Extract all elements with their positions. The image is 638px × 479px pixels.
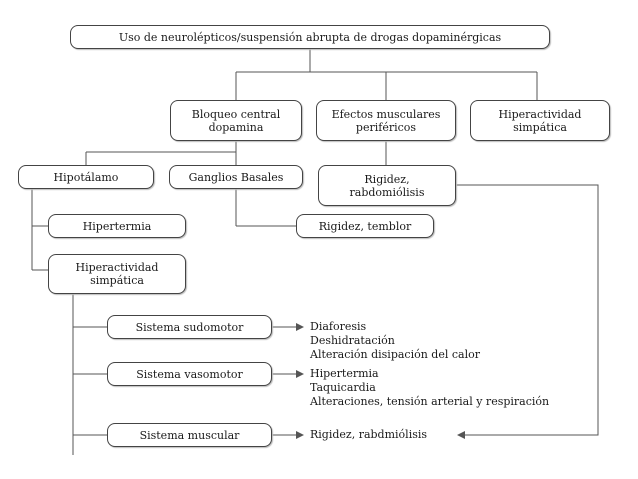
node-hiper-simp-top-label: Hiperactividad simpática: [498, 107, 582, 134]
node-sistema-muscular: Sistema muscular: [107, 423, 272, 447]
node-root: Uso de neurolépticos/suspensión abrupta …: [70, 25, 550, 49]
node-sudomotor-label: Sistema sudomotor: [135, 320, 244, 334]
outcome-taquicardia: Taquicardia: [310, 381, 376, 394]
node-ganglios-basales: Ganglios Basales: [169, 165, 303, 189]
node-hipertermia-label: Hipertermia: [82, 219, 152, 233]
node-bloqueo-label: Bloqueo central dopamina: [191, 107, 281, 134]
node-muscular-label: Sistema muscular: [139, 428, 240, 442]
arrow-feedback-loop: [456, 184, 599, 439]
node-rigidez-temblor: Rigidez, temblor: [296, 214, 434, 238]
node-hiperactividad-simpatica: Hiperactividad simpática: [48, 254, 186, 294]
outcome-rigidez-rabdmiolisis: Rigidez, rabdmiólisis: [310, 428, 428, 441]
node-hiperactividad-top: Hiperactividad simpática: [470, 100, 610, 141]
node-sistema-vasomotor: Sistema vasomotor: [107, 362, 272, 386]
node-rigidez-rabdo-label: Rigidez, rabdomiólisis: [349, 172, 425, 199]
outcome-hipertermia: Hipertermia: [310, 367, 379, 380]
outcome-alteracion-calor: Alteración disipación del calor: [310, 348, 480, 361]
node-vasomotor-label: Sistema vasomotor: [136, 367, 243, 381]
node-hipertermia: Hipertermia: [48, 214, 186, 238]
node-bloqueo-central: Bloqueo central dopamina: [170, 100, 302, 141]
node-hipotalamo: Hipotálamo: [18, 165, 154, 189]
node-rigidez-temblor-label: Rigidez, temblor: [318, 219, 412, 233]
outcome-diaforesis: Diaforesis: [310, 320, 367, 333]
node-rigidez-rabdomiolisis: Rigidez, rabdomiólisis: [318, 165, 456, 206]
node-hiper-simp-label: Hiperactividad simpática: [75, 261, 159, 287]
node-efectos-label: Efectos musculares periféricos: [331, 107, 441, 134]
node-sistema-sudomotor: Sistema sudomotor: [107, 315, 272, 339]
node-hipotalamo-label: Hipotálamo: [53, 170, 119, 184]
node-efectos-musculares: Efectos musculares periféricos: [316, 100, 456, 141]
outcome-tension-respiracion: Alteraciones, tensión arterial y respira…: [310, 395, 550, 408]
node-ganglios-label: Ganglios Basales: [188, 170, 284, 184]
outcome-deshidratacion: Deshidratación: [310, 334, 395, 347]
node-root-label: Uso de neurolépticos/suspensión abrupta …: [118, 30, 502, 44]
